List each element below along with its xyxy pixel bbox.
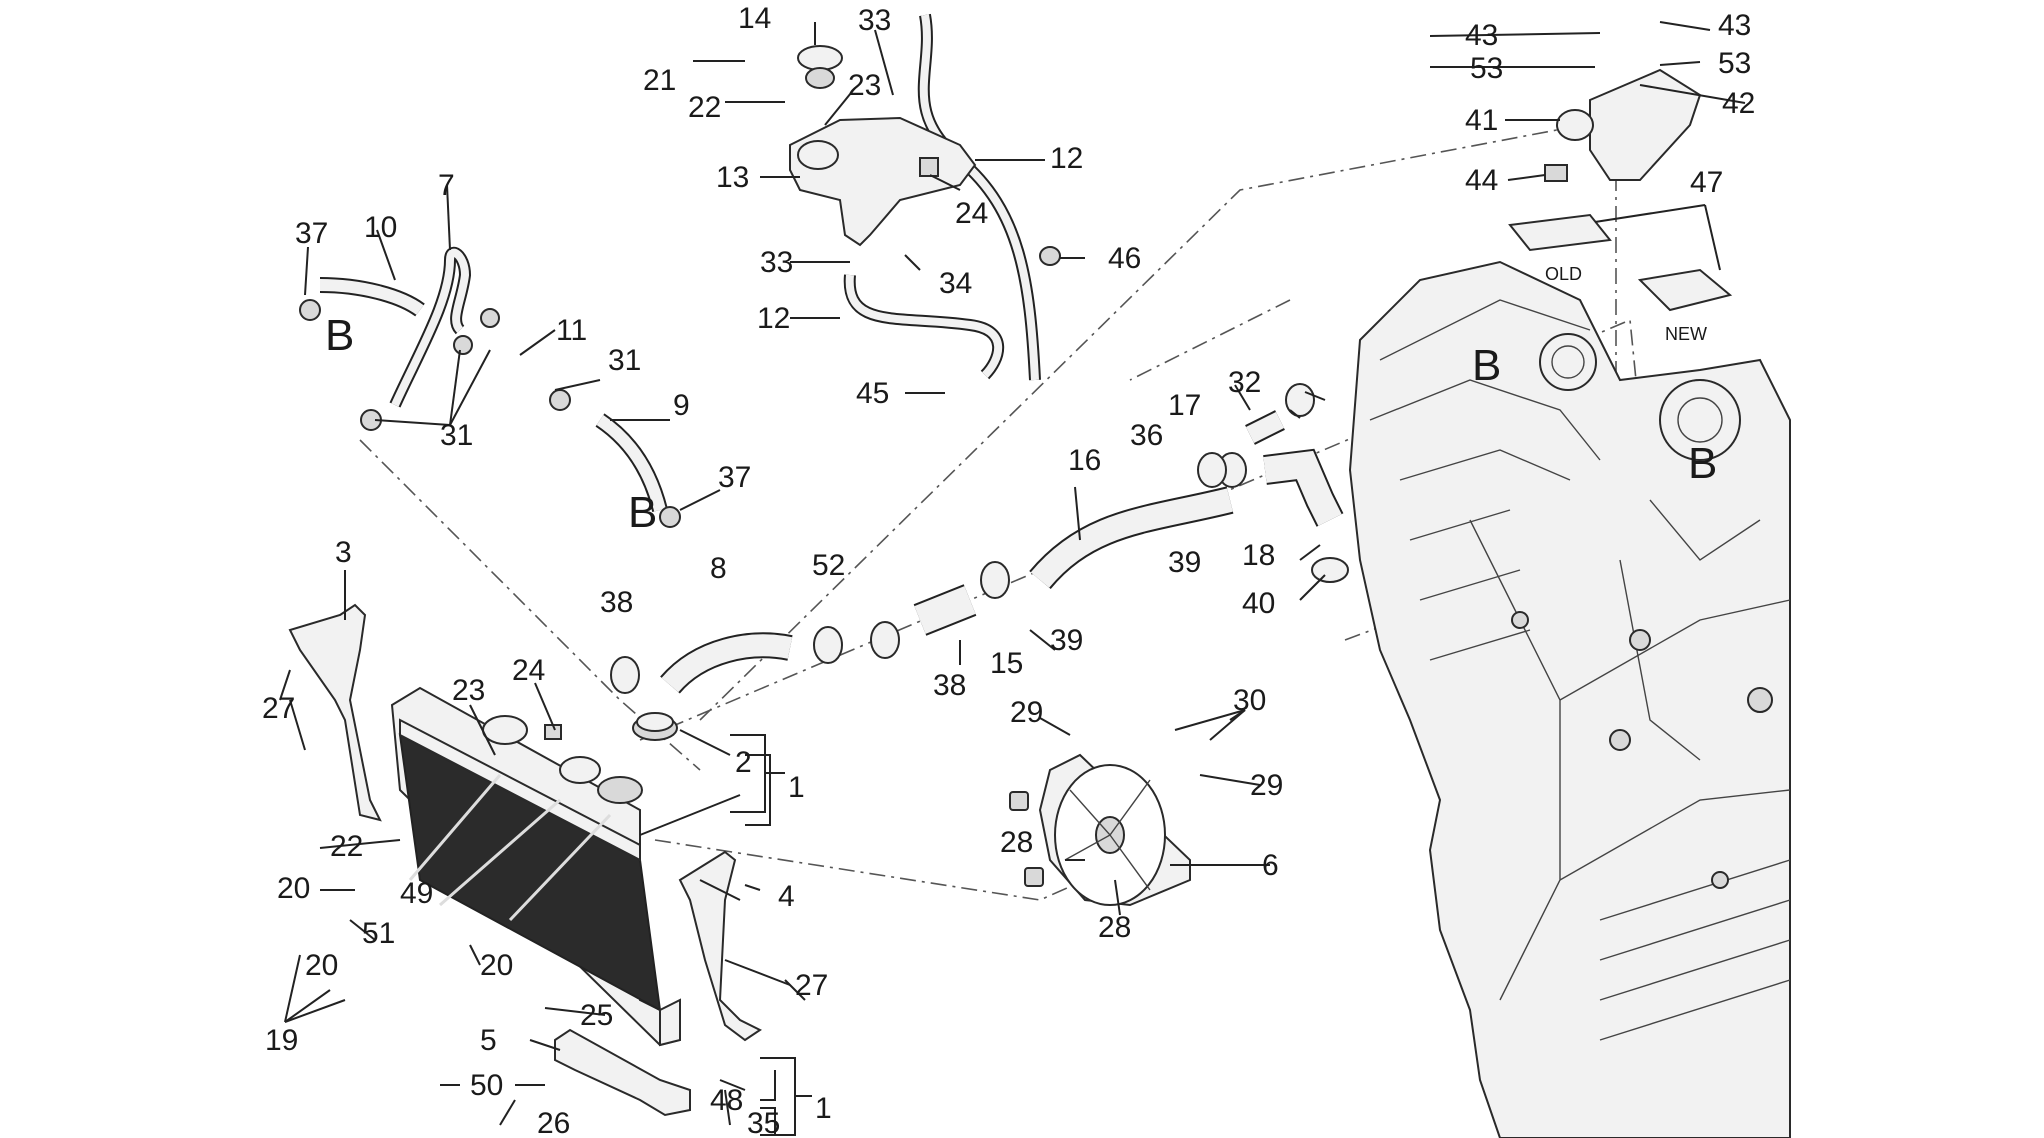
label-old: OLD xyxy=(1545,264,1582,284)
label-20-left: 20 xyxy=(277,872,310,905)
label-52: 52 xyxy=(812,549,845,582)
label-51: 51 xyxy=(362,917,395,950)
leader-lines xyxy=(279,21,1746,1135)
label-6: 6 xyxy=(1262,849,1279,882)
label-26: 26 xyxy=(537,1107,570,1138)
label-48: 48 xyxy=(710,1084,743,1117)
label-35: 35 xyxy=(747,1107,780,1138)
label-21: 21 xyxy=(643,64,676,97)
radiator-brackets xyxy=(288,603,762,1117)
label-10: 10 xyxy=(364,211,397,244)
label-12-left: 12 xyxy=(757,302,790,335)
label-2: 2 xyxy=(735,746,752,779)
label-50: 50 xyxy=(470,1069,503,1102)
label-27-right: 27 xyxy=(795,969,828,1002)
label-43-right: 43 xyxy=(1718,9,1751,42)
label-15: 15 xyxy=(990,647,1023,680)
label-24-bottom: 24 xyxy=(512,654,545,687)
label-5: 5 xyxy=(480,1024,497,1057)
label-36: 36 xyxy=(1130,419,1163,452)
label-47: 47 xyxy=(1690,166,1723,199)
label-39-left: 39 xyxy=(1050,624,1083,657)
label-4: 4 xyxy=(778,880,795,913)
label-34: 34 xyxy=(939,267,972,300)
label-53-left: 53 xyxy=(1470,52,1503,85)
label-22-top: 22 xyxy=(688,91,721,124)
label-31-right: 31 xyxy=(608,344,641,377)
ref-b-engine-left: B xyxy=(1472,341,1501,390)
label-14: 14 xyxy=(738,2,771,35)
label-28-bottom: 28 xyxy=(1098,911,1131,944)
ref-b-top-left: B xyxy=(325,311,354,360)
label-37-bottom: 37 xyxy=(718,461,751,494)
part-number-labels: 14 33 21 23 22 12 13 24 46 33 34 12 45 7… xyxy=(262,2,1755,1138)
radiator-cap xyxy=(597,712,678,804)
label-29-right: 29 xyxy=(1250,769,1283,802)
label-33-bottom: 33 xyxy=(760,246,793,279)
label-45: 45 xyxy=(856,377,889,410)
label-49: 49 xyxy=(400,877,433,910)
label-19: 19 xyxy=(265,1024,298,1057)
label-38-top: 38 xyxy=(600,586,633,619)
label-31-bottom: 31 xyxy=(440,419,473,452)
label-46: 46 xyxy=(1108,242,1141,275)
label-40: 40 xyxy=(1242,587,1275,620)
label-20-right: 20 xyxy=(480,949,513,982)
label-28-left: 28 xyxy=(1000,826,1033,859)
thermostat-housing xyxy=(1508,68,1733,312)
label-33-top: 33 xyxy=(858,4,891,37)
label-39-right: 39 xyxy=(1168,546,1201,579)
label-24-top: 24 xyxy=(955,197,988,230)
label-30: 30 xyxy=(1233,684,1266,717)
label-37-top: 37 xyxy=(295,217,328,250)
ref-b-engine-right: B xyxy=(1688,439,1717,488)
label-44: 44 xyxy=(1465,164,1498,197)
label-23-bottom: 23 xyxy=(452,674,485,707)
group-brackets xyxy=(730,734,812,1136)
label-9: 9 xyxy=(673,389,690,422)
label-20-mid: 20 xyxy=(305,949,338,982)
label-53-right: 53 xyxy=(1718,47,1751,80)
label-25: 25 xyxy=(580,999,613,1032)
label-43-left: 43 xyxy=(1465,19,1498,52)
label-3: 3 xyxy=(335,536,352,569)
expansion-tank xyxy=(789,45,977,247)
label-1-bottom: 1 xyxy=(815,1092,832,1125)
label-11: 11 xyxy=(556,314,587,347)
label-18: 18 xyxy=(1242,539,1275,572)
label-38-bottom: 38 xyxy=(933,669,966,702)
hose-fittings-radiator xyxy=(482,715,601,784)
label-23-top: 23 xyxy=(848,69,881,102)
cooling-fan xyxy=(1009,753,1191,907)
radiator xyxy=(390,686,681,1047)
label-new: NEW xyxy=(1665,324,1707,344)
label-32: 32 xyxy=(1228,366,1261,399)
label-42: 42 xyxy=(1722,87,1755,120)
label-22-bottom: 22 xyxy=(330,830,363,863)
label-13: 13 xyxy=(716,161,749,194)
label-17: 17 xyxy=(1168,389,1201,422)
ref-b-mid-left: B xyxy=(628,488,657,537)
engine-block xyxy=(1348,260,1791,1138)
label-12-right: 12 xyxy=(1050,142,1083,175)
label-16: 16 xyxy=(1068,444,1101,477)
label-29-left: 29 xyxy=(1010,696,1043,729)
label-41: 41 xyxy=(1465,104,1498,137)
label-8: 8 xyxy=(710,552,727,585)
label-7: 7 xyxy=(438,169,455,202)
label-27-left: 27 xyxy=(262,692,295,725)
label-1-top: 1 xyxy=(788,771,805,804)
